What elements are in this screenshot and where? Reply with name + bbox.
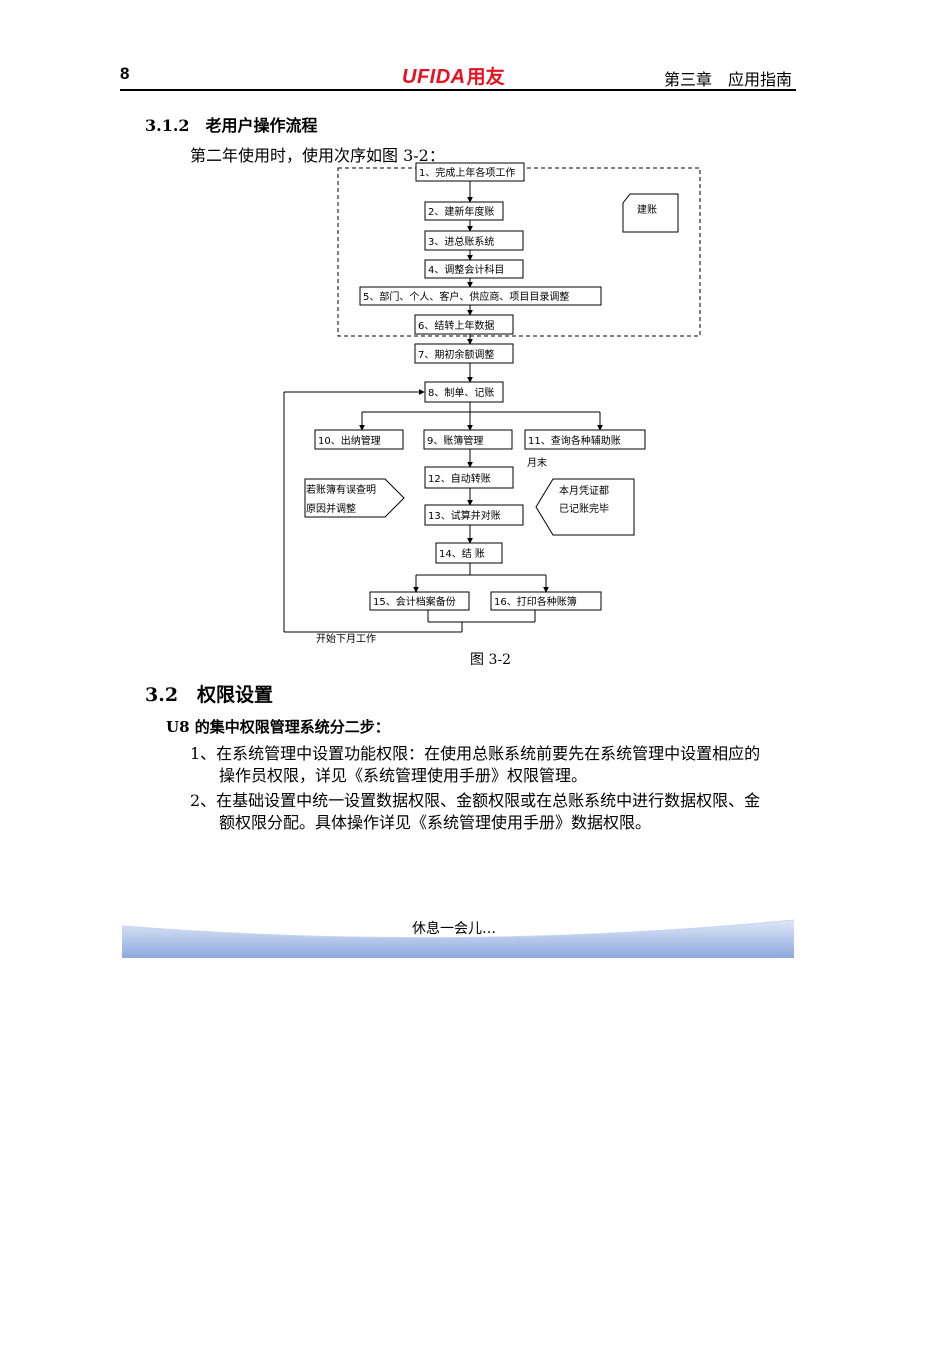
- step-box-5: 5、部门、个人、客户、供应商、项目目录调整: [359, 286, 602, 306]
- step-box-4: 4、调整会计科目: [424, 259, 524, 279]
- page-number: 8: [120, 64, 130, 83]
- step-box-3: 3、进总账系统: [424, 230, 524, 251]
- note-jianzhang: 建账: [622, 193, 679, 233]
- figure-caption: 图 3-2: [470, 652, 511, 668]
- section-heading: 3.1.2 老用户操作流程: [145, 116, 318, 135]
- header-rule: [120, 89, 796, 91]
- step-box-11: 11、查询各种辅助账: [524, 429, 646, 450]
- step-label: 16、打印各种账簿: [494, 595, 577, 608]
- step-label: 4、调整会计科目: [428, 263, 504, 276]
- footer-text: 休息一会儿…: [412, 921, 496, 937]
- footer-banner: [122, 919, 794, 958]
- connectors: [283, 181, 603, 633]
- ufida-logo: UFIDA用友: [402, 62, 505, 89]
- step-label: 5、部门、个人、客户、供应商、项目目录调整: [363, 290, 569, 303]
- note-next-month: 开始下月工作: [316, 632, 376, 645]
- section-heading-3-2: 3.2 权限设置: [145, 684, 274, 706]
- note-label: 建账: [637, 203, 657, 216]
- intro-paragraph: 第二年使用时，使用次序如图 3-2：: [190, 146, 445, 165]
- dashed-group-border: [337, 167, 701, 337]
- step-label: 3、进总账系统: [428, 235, 494, 248]
- step-box-2: 2、建新年度账: [424, 201, 504, 221]
- note-month-end: 月末: [527, 456, 547, 469]
- step-box-10: 10、出纳管理: [314, 429, 404, 450]
- step-label: 2、建新年度账: [428, 205, 494, 218]
- note-error-check: 若账簿有误查明 原因并调整: [304, 478, 405, 518]
- step-label: 13、试算并对账: [428, 509, 501, 522]
- step-label: 12、自动转账: [428, 472, 491, 485]
- list-item-continuation: 额权限分配。具体操作详见《系统管理使用手册》数据权限。: [219, 813, 652, 832]
- step-label: 7、期初余额调整: [418, 348, 494, 361]
- step-box-16: 16、打印各种账簿: [490, 591, 602, 611]
- logo-chinese: 用友: [466, 66, 505, 88]
- step-box-15: 15、会计档案备份: [369, 591, 470, 611]
- step-label: 6、结转上年数据: [418, 319, 494, 332]
- step-box-14: 14、结 账: [435, 542, 503, 564]
- step-label: 8、制单、记账: [428, 386, 494, 399]
- step-box-6: 6、结转上年数据: [414, 314, 514, 335]
- step-label: 11、查询各种辅助账: [528, 434, 621, 447]
- step-label: 14、结 账: [439, 547, 485, 560]
- step-label: 1、完成上年各项工作: [419, 166, 515, 179]
- note-vouchers-posted: 本月凭证都 已记账完毕: [535, 478, 635, 536]
- step-label: 9、账簿管理: [427, 434, 483, 447]
- list-item: 2、在基础设置中统一设置数据权限、金额权限或在总账系统中进行数据权限、金 额权限…: [190, 790, 800, 834]
- note-label-line1: 若账簿有误查明: [306, 483, 376, 496]
- step-label: 15、会计档案备份: [373, 595, 456, 608]
- list-item-line: 1、在系统管理中设置功能权限：在使用总账系统前要先在系统管理中设置相应的: [190, 744, 761, 763]
- step-box-9: 9、账簿管理: [423, 429, 513, 450]
- note-label-line1: 本月凭证都: [559, 484, 609, 497]
- step-box-7: 7、期初余额调整: [414, 343, 514, 364]
- step-box-13: 13、试算并对账: [424, 504, 524, 526]
- note-label-line2: 已记账完毕: [559, 502, 609, 515]
- note-label-line2: 原因并调整: [306, 502, 356, 515]
- step-box-12: 12、自动转账: [424, 466, 514, 489]
- subheading: U8 的集中权限管理系统分二步：: [166, 718, 390, 736]
- list-item-line: 2、在基础设置中统一设置数据权限、金额权限或在总账系统中进行数据权限、金: [190, 791, 761, 810]
- step-box-1: 1、完成上年各项工作: [415, 162, 525, 182]
- logo-brand: UFIDA: [402, 66, 466, 88]
- step-label: 10、出纳管理: [318, 434, 381, 447]
- chapter-title: 第三章 应用指南: [664, 70, 793, 89]
- step-box-8: 8、制单、记账: [424, 381, 504, 403]
- list-item: 1、在系统管理中设置功能权限：在使用总账系统前要先在系统管理中设置相应的 操作员…: [190, 743, 800, 787]
- list-item-continuation: 操作员权限，详见《系统管理使用手册》权限管理。: [219, 766, 588, 785]
